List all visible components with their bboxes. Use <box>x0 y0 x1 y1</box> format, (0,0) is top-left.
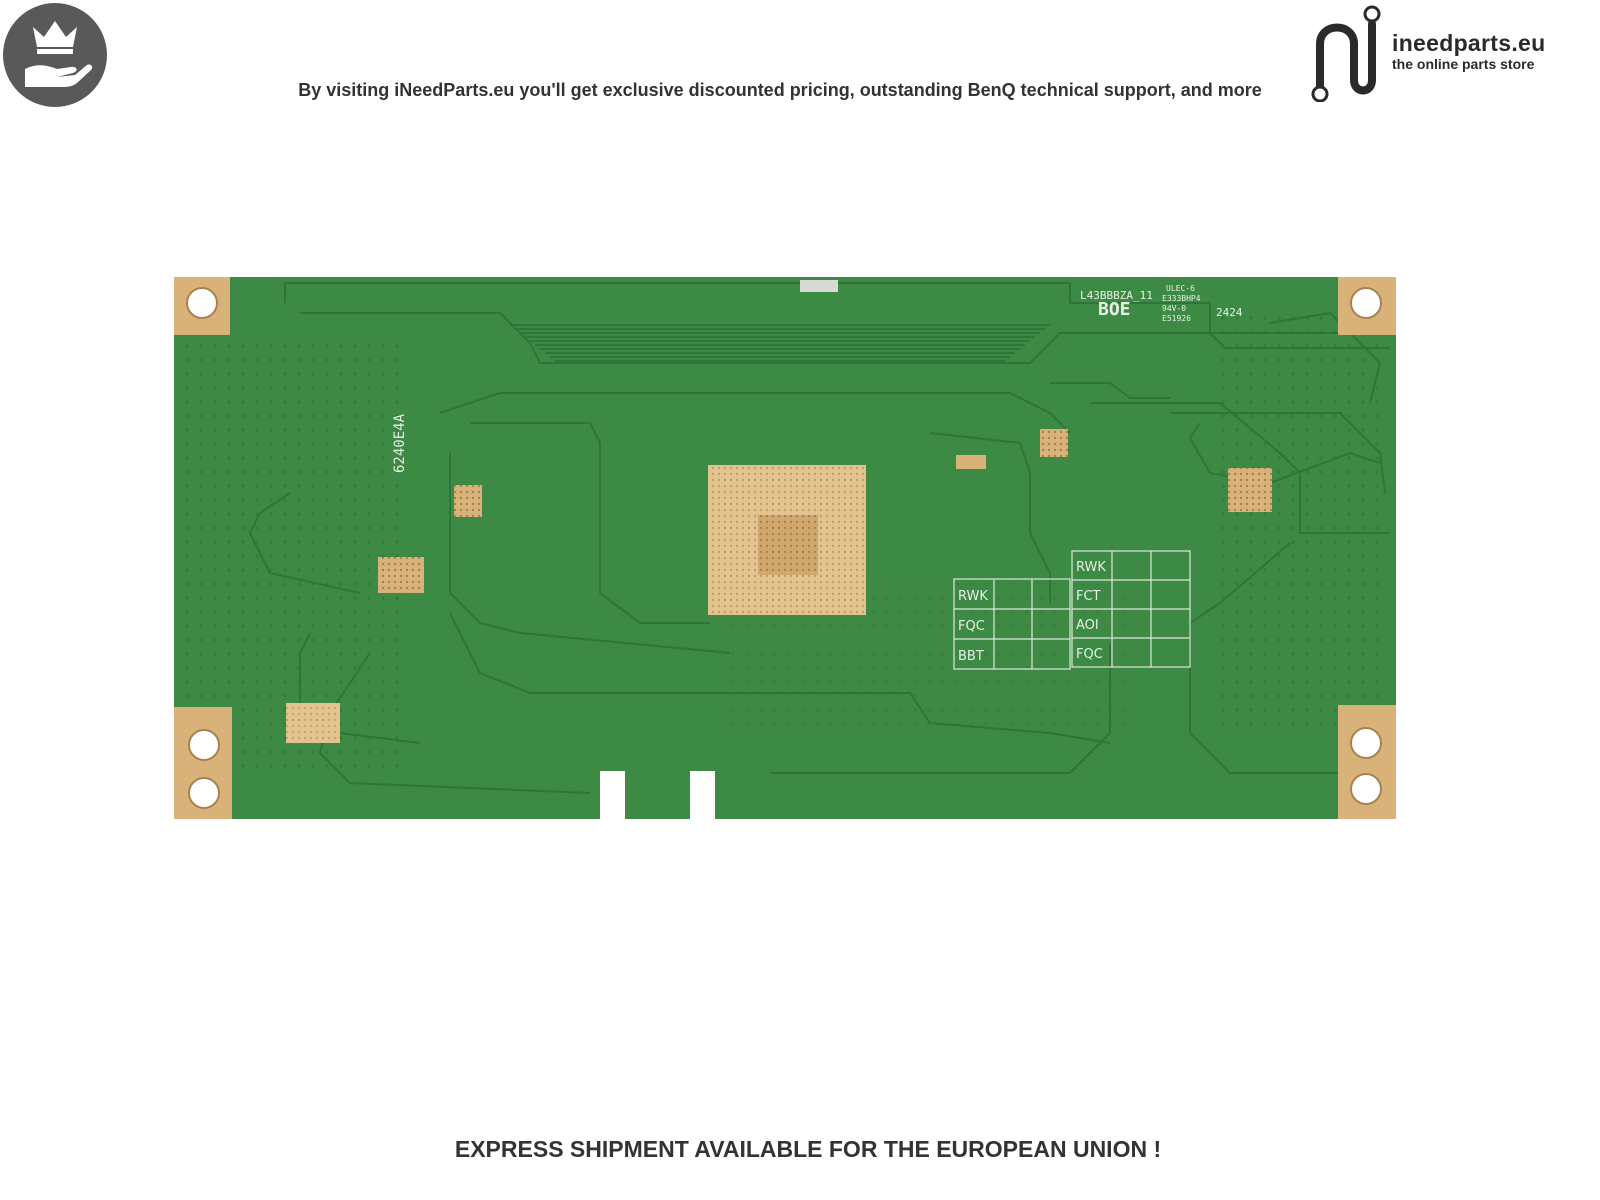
qc-right-row-1: RWK <box>1076 560 1106 575</box>
cert-line-3: 94V-0 <box>1162 304 1186 313</box>
promo-tagline: By visiting iNeedParts.eu you'll get exc… <box>298 80 1262 100</box>
cert-line-1: ULEC-6 <box>1166 284 1195 293</box>
ineedparts-logo[interactable]: ineedparts.eu the online parts store <box>1310 2 1590 102</box>
main-chip-pad <box>708 465 866 615</box>
premium-badge <box>3 3 107 107</box>
date-code: 2424 <box>1216 306 1243 319</box>
component-pads <box>286 429 1272 743</box>
qc-left-row-1: RWK <box>958 589 988 604</box>
side-code: 6240E4A <box>392 413 408 473</box>
logo-tagline: the online parts store <box>1392 56 1535 72</box>
circuit-logo-icon <box>1311 5 1381 102</box>
qc-left-row-2: FQC <box>958 619 985 634</box>
cert-line-4: E51926 <box>1162 314 1191 323</box>
pcb-board: L43BBBZA_11 BOE ULEC-6 E333BHP4 94V-0 E5… <box>174 277 1396 819</box>
qc-table-left <box>953 578 1071 670</box>
brand-label: BOE <box>1098 299 1131 320</box>
qc-right-row-2: FCT <box>1076 589 1101 604</box>
tcon-board-photo: L43BBBZA_11 BOE ULEC-6 E333BHP4 94V-0 E5… <box>170 273 1400 823</box>
logo-name: ineedparts.eu <box>1392 30 1546 56</box>
crown-hand-icon <box>25 21 93 87</box>
shipping-notice: EXPRESS SHIPMENT AVAILABLE FOR THE EUROP… <box>454 1136 1162 1162</box>
mounting-holes <box>174 277 1396 819</box>
cert-line-2: E333BHP4 <box>1162 294 1201 303</box>
qc-left-row-3: BBT <box>958 649 984 664</box>
qc-right-row-4: FQC <box>1076 647 1103 662</box>
qc-table-right <box>1071 550 1191 668</box>
part-number-label: L43BBBZA_11 <box>1080 289 1153 302</box>
qc-right-row-3: AOI <box>1076 618 1099 633</box>
